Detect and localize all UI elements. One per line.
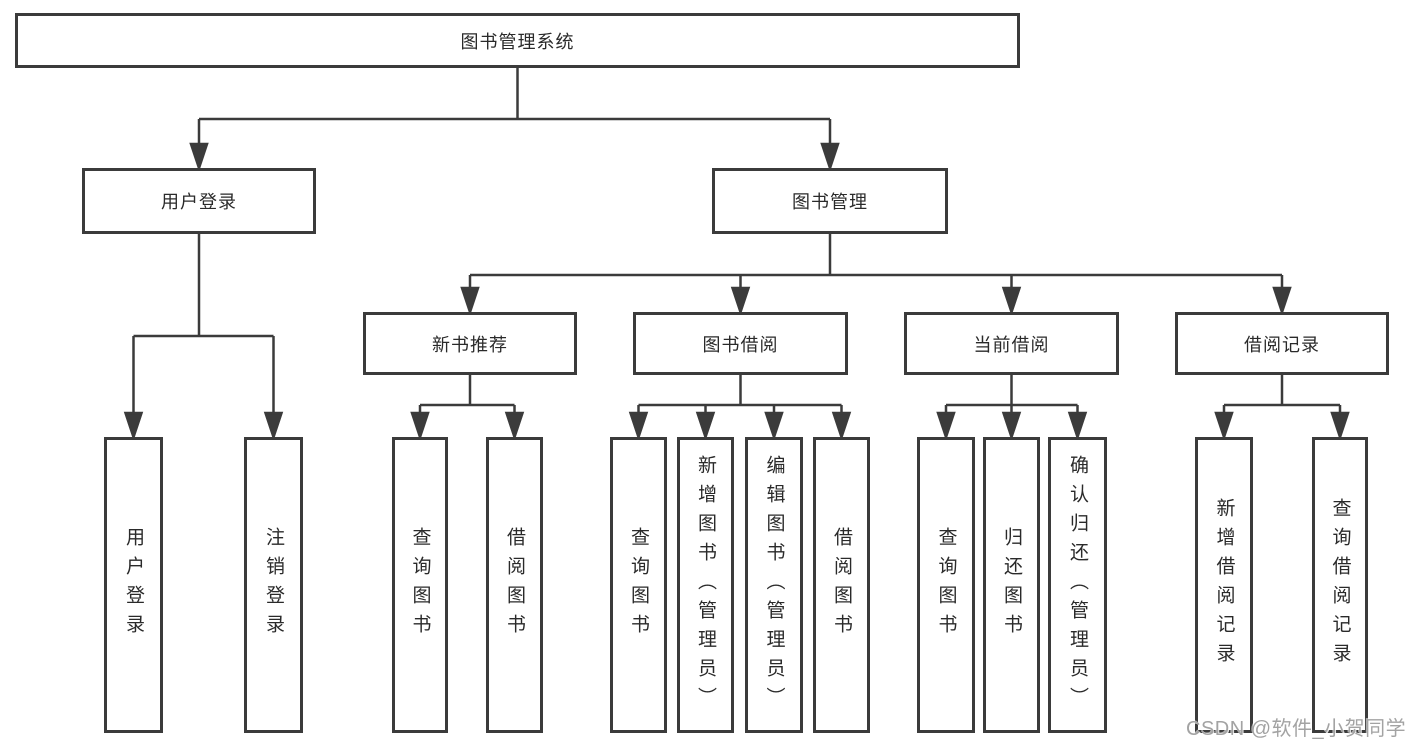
node-current-borrow-label: 当前借阅	[973, 334, 1050, 355]
node-user-login-label: 用户登录	[161, 192, 237, 212]
connector-new-books-children	[410, 375, 525, 441]
connector-book-mgmt-modules	[460, 234, 1292, 316]
node-borrow-records: 借阅记录	[1175, 312, 1389, 375]
connector-user-login-children	[123, 234, 284, 441]
leaf-records-add: 新增借阅记录	[1195, 437, 1253, 733]
connector-book-borrow-children	[628, 375, 852, 441]
connector-root-to-level2	[189, 68, 840, 172]
leaf-records-query: 查询借阅记录	[1312, 437, 1368, 733]
csdn-watermark: CSDN @软件_小贺同学	[1186, 718, 1405, 740]
node-root: 图书管理系统	[15, 13, 1020, 68]
leaf-logout: 注销登录	[244, 437, 303, 733]
leaf-current-confirm-return: 确认归还（管理员）	[1048, 437, 1107, 733]
node-book-borrow: 图书借阅	[633, 312, 848, 375]
node-book-mgmt-label: 图书管理	[792, 192, 868, 212]
node-user-login: 用户登录	[82, 168, 316, 234]
leaf-borrow-add-book: 新增图书（管理员）	[677, 437, 734, 733]
leaf-borrow-borrow-book: 借阅图书	[813, 437, 870, 733]
leaf-borrow-query: 查询图书	[610, 437, 667, 733]
node-new-books: 新书推荐	[363, 312, 577, 375]
node-book-mgmt: 图书管理	[712, 168, 948, 234]
leaf-new-books-borrow: 借阅图书	[486, 437, 543, 733]
leaf-new-books-query: 查询图书	[392, 437, 448, 733]
node-borrow-records-label: 借阅记录	[1244, 334, 1320, 355]
leaf-borrow-edit-book: 编辑图书（管理员）	[745, 437, 803, 733]
node-new-books-label: 新书推荐	[432, 334, 508, 355]
leaf-current-query: 查询图书	[917, 437, 975, 733]
connector-current-borrow-children	[936, 375, 1088, 441]
leaf-current-return: 归还图书	[983, 437, 1040, 733]
leaf-user-login: 用户登录	[104, 437, 163, 733]
node-book-borrow-label: 图书借阅	[702, 334, 779, 355]
node-current-borrow: 当前借阅	[904, 312, 1119, 375]
connector-borrow-records-children	[1214, 375, 1350, 441]
node-root-label: 图书管理系统	[460, 31, 575, 52]
